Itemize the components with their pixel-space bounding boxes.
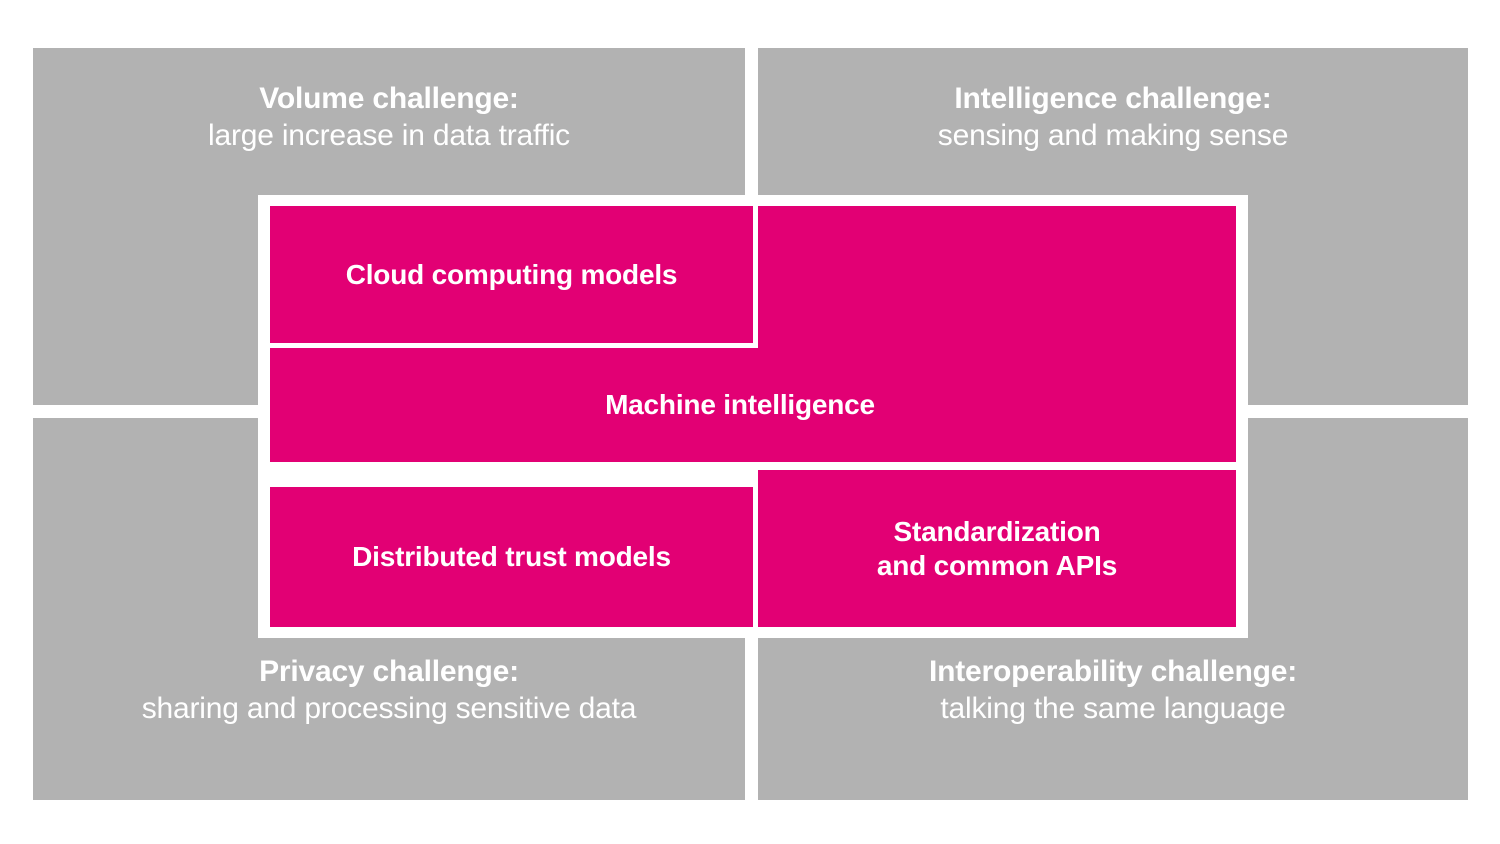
quadrant-interoperability-title: Interoperability challenge: <box>928 655 1298 688</box>
solution-machine-intelligence: Machine intelligence <box>270 348 1236 462</box>
solution-standardization-and-common-apis-label: Standardization and common APIs <box>876 515 1118 581</box>
quadrant-interoperability-subtitle: talking the same language <box>940 691 1286 725</box>
quadrant-privacy-title: Privacy challenge: <box>259 655 519 688</box>
solution-distributed-trust-models-label: Distributed trust models <box>352 541 671 573</box>
quadrant-privacy-subtitle: sharing and processing sensitive data <box>141 691 637 725</box>
solution-cloud-computing-models: Cloud computing models <box>270 206 753 343</box>
quadrant-interoperability-text: Interoperability challenge: talking the … <box>758 418 1468 727</box>
quadrant-privacy-text: Privacy challenge: sharing and processin… <box>33 418 745 727</box>
quadrant-volume-subtitle: large increase in data traffic <box>208 118 570 152</box>
solution-cloud-computing-models-label: Cloud computing models <box>345 258 678 290</box>
solution-machine-intelligence-label: Machine intelligence <box>605 389 875 421</box>
solution-standardization-and-common-apis: Standardization and common APIs <box>758 470 1236 627</box>
quadrant-volume-text: Volume challenge: large increase in data… <box>33 48 745 154</box>
solution-distributed-trust-models: Distributed trust models <box>270 487 753 627</box>
solution-cluster: Cloud computing models Machine intellige… <box>258 195 1248 638</box>
quadrant-volume-title: Volume challenge: <box>259 82 519 115</box>
quadrant-intelligence-text: Intelligence challenge: sensing and maki… <box>758 48 1468 154</box>
quadrant-intelligence-title: Intelligence challenge: <box>954 82 1272 115</box>
quadrant-intelligence-subtitle: sensing and making sense <box>937 118 1289 152</box>
